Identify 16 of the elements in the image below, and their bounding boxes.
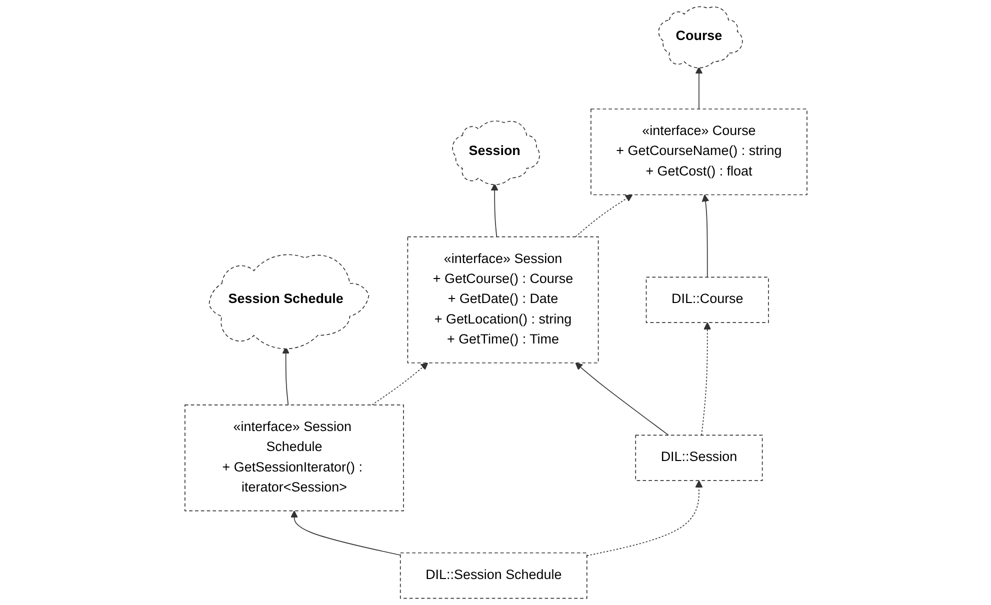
arrow [371,362,428,406]
node-box: DIL::Session [634,434,762,481]
arrow [574,362,668,436]
arrow [694,66,702,110]
node-box: «interface» Session Schedule + GetSessionIterator() : iterator<Session> [184,404,404,512]
arrow [490,183,498,238]
arrow [574,194,632,238]
arrow [290,510,400,556]
arrow [701,194,709,278]
arrow [700,322,711,436]
node-box: DIL::Session Schedule [399,552,587,599]
node-box: «interface» Course + GetCourseName() : string + GetCost() : float [590,108,807,196]
arrow [586,480,702,556]
node-box: DIL::Course [645,276,768,323]
arrow [282,346,290,406]
node-box: «interface» Session + GetCourse() : Course + GetDate() : Date + GetLocation() : string + GetTime() : Time [406,236,598,364]
